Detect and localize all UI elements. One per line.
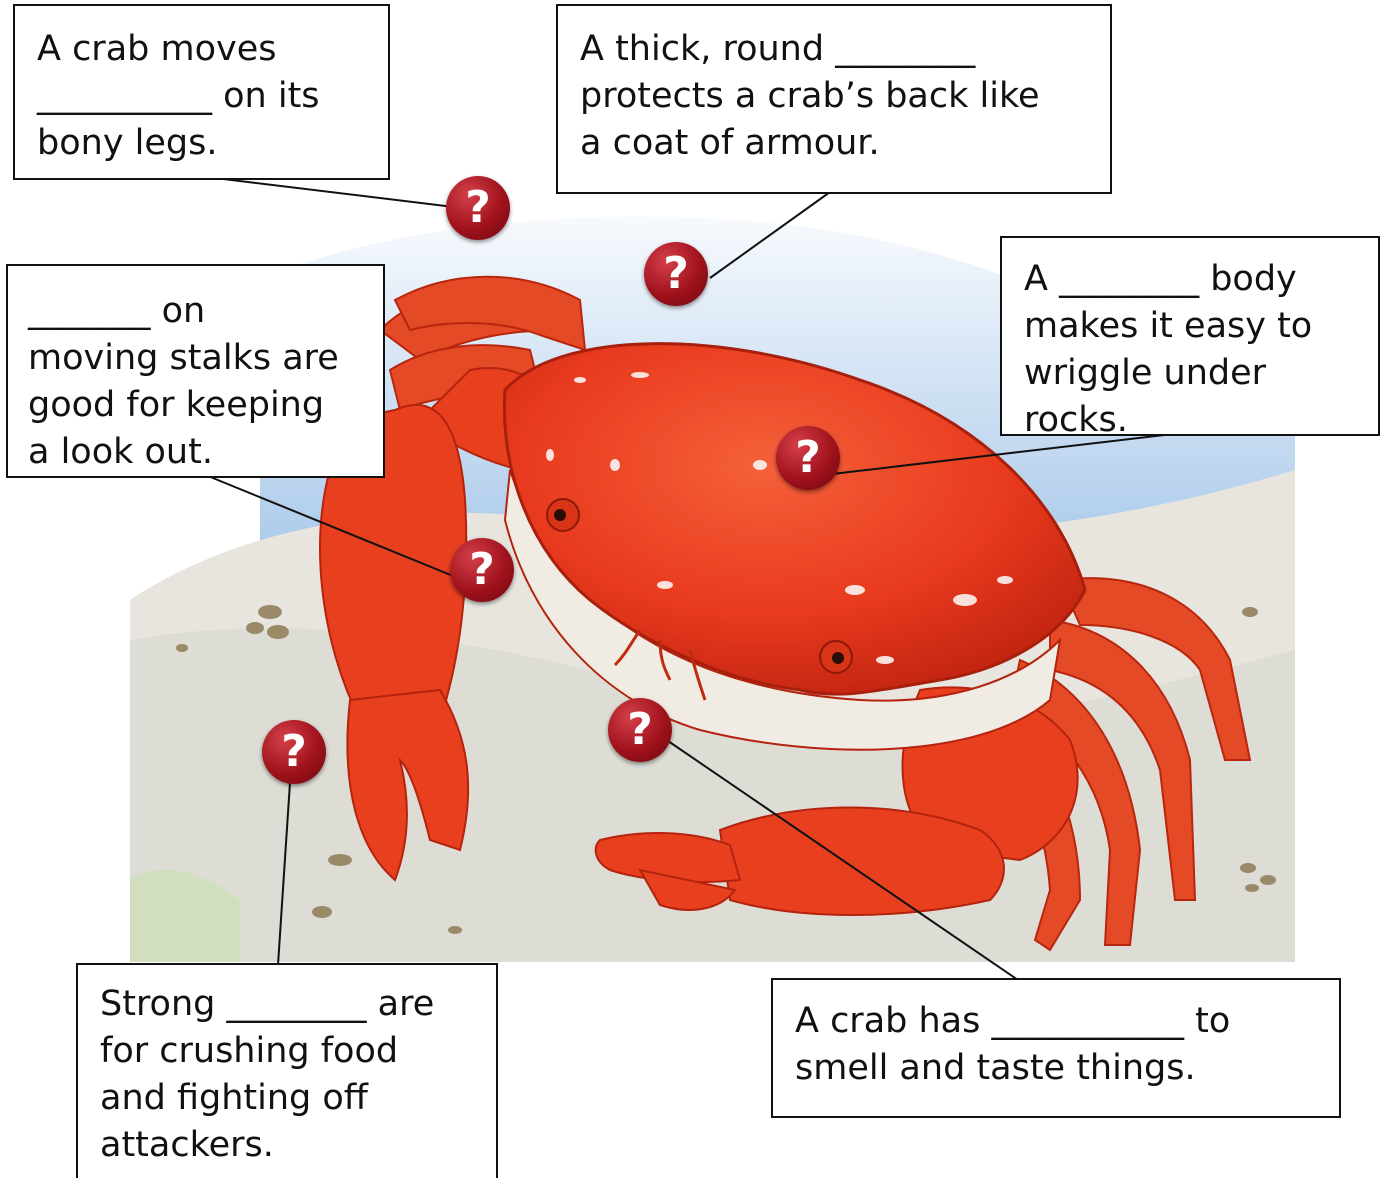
- question-marker-legs[interactable]: ?: [446, 176, 510, 240]
- label-claws: Strong ________ are for crushing food an…: [76, 963, 498, 1178]
- question-marker-eyes[interactable]: ?: [450, 538, 514, 602]
- label-body: A ________ body makes it easy to wriggle…: [1000, 236, 1380, 436]
- question-marker-feelers[interactable]: ?: [608, 698, 672, 762]
- question-marker-body[interactable]: ?: [776, 426, 840, 490]
- question-marker-shell[interactable]: ?: [644, 242, 708, 306]
- label-shell: A thick, round ________ protects a crab’…: [556, 4, 1112, 194]
- label-feelers: A crab has ___________ to smell and tast…: [771, 978, 1341, 1118]
- label-eyes: _______ on moving stalks are good for ke…: [6, 264, 385, 478]
- question-marker-claws[interactable]: ?: [262, 720, 326, 784]
- label-legs: A crab moves __________ on its bony legs…: [13, 4, 390, 180]
